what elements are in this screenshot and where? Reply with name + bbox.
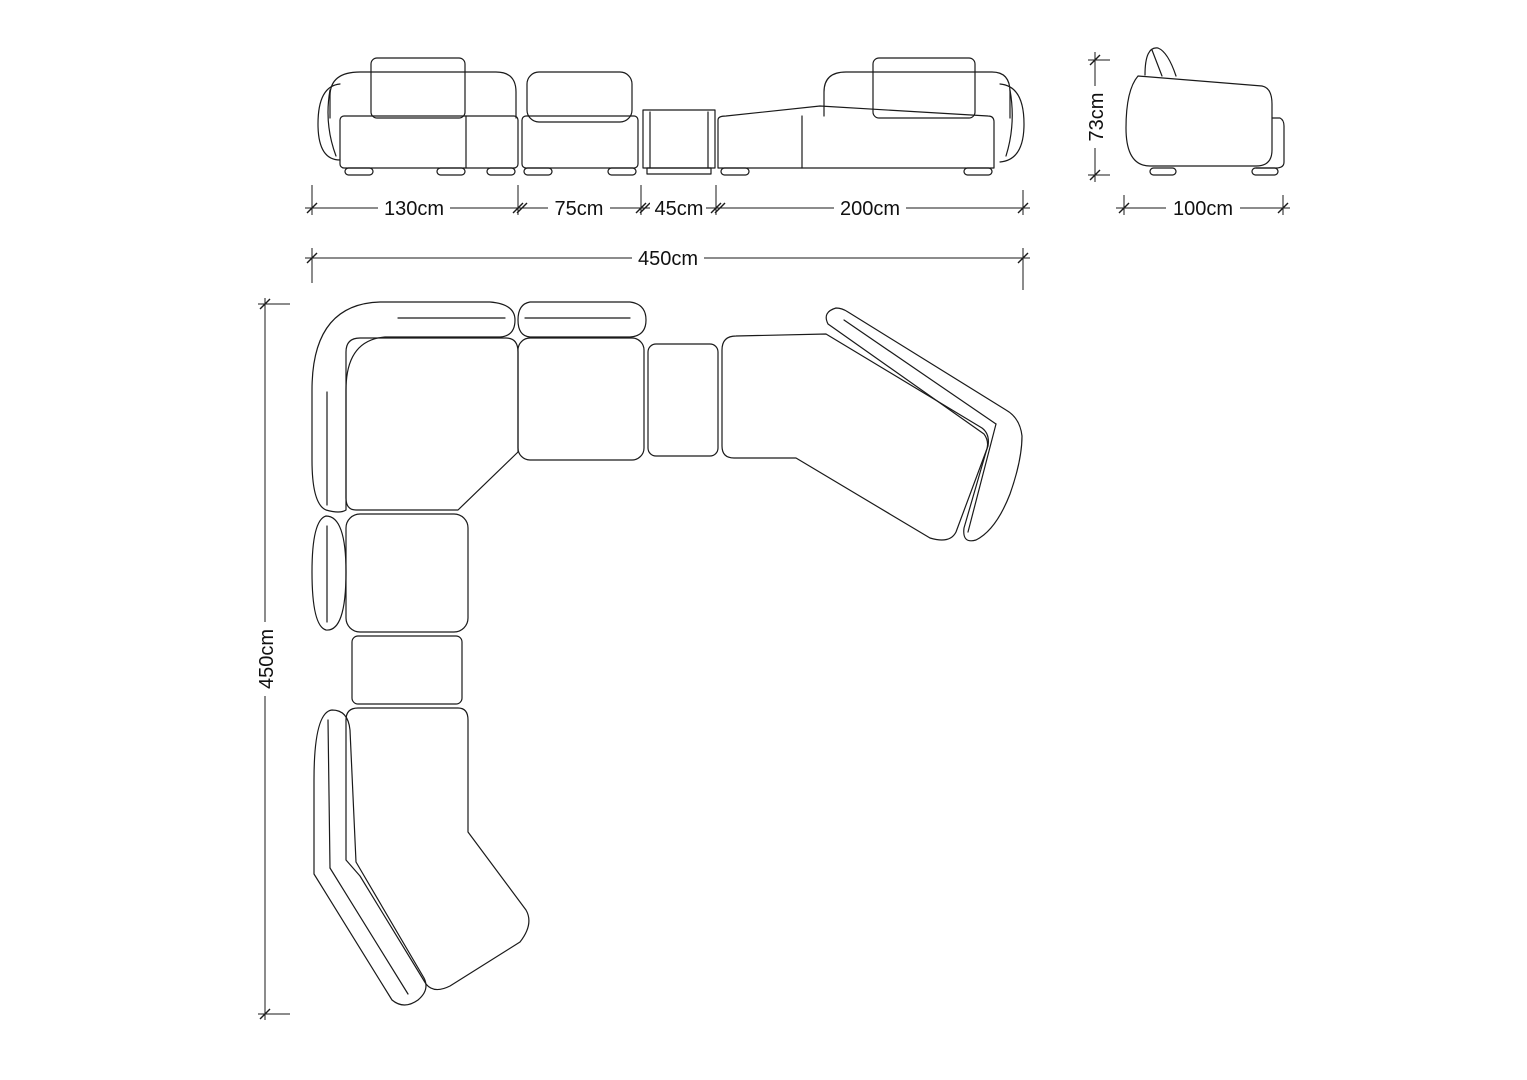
label-mask xyxy=(1083,86,1107,148)
front-module-c-armrest xyxy=(999,83,1025,163)
side-height-dimension: 73cm xyxy=(1083,52,1110,182)
plan-chaise-right-armrest-seam xyxy=(843,319,997,425)
front-module-c-foot xyxy=(720,167,750,176)
dimension-total-width: 450cm xyxy=(638,248,698,270)
front-module-c-cushion xyxy=(872,57,976,119)
front-side-table-body xyxy=(642,109,716,169)
front-view: 130cm 75cm 45cm 200cm 450cm xyxy=(305,57,1030,290)
front-side-table-base xyxy=(646,167,712,175)
front-module-a xyxy=(317,57,519,176)
dimension-tick xyxy=(1277,202,1289,214)
dimension-tick xyxy=(306,252,318,264)
dimension-tick xyxy=(512,202,524,214)
side-backrest xyxy=(1144,47,1177,77)
plan-view: 450cm xyxy=(253,298,1023,1020)
dimension-module-c: 200cm xyxy=(840,198,900,220)
label-mask xyxy=(378,197,450,219)
front-module-a-cushion xyxy=(370,57,466,119)
label-mask xyxy=(253,622,277,696)
front-module-b-foot xyxy=(523,167,553,176)
dimension-tick xyxy=(1017,252,1029,264)
label-mask xyxy=(1166,197,1240,219)
dimension-tick xyxy=(259,298,271,310)
front-dimension-row: 130cm 75cm 45cm 200cm xyxy=(305,185,1030,220)
label-mask xyxy=(548,197,610,219)
front-module-a-armrest-inner xyxy=(327,89,337,157)
plan-corner-armrest xyxy=(311,301,516,513)
plan-module-b-seat xyxy=(517,337,645,461)
front-module-c-foot xyxy=(963,167,993,176)
dimension-tick xyxy=(1089,169,1101,181)
dimension-height: 73cm xyxy=(1086,93,1108,142)
front-module-b-seat xyxy=(521,115,639,169)
plan-left-armrest xyxy=(311,515,347,631)
front-module-a-foot xyxy=(344,167,374,176)
dimension-total-length: 450cm xyxy=(256,629,278,689)
dimension-module-b: 75cm xyxy=(555,198,604,220)
dimension-tick xyxy=(635,202,647,214)
side-body xyxy=(1125,75,1273,167)
label-mask xyxy=(650,197,706,219)
front-module-b-backrest xyxy=(526,71,633,123)
dimension-tick xyxy=(639,202,651,214)
side-foot-back xyxy=(1149,167,1177,176)
front-module-c xyxy=(717,57,1025,176)
plan-left-seat xyxy=(345,513,469,633)
plan-chaise-bottom-armrest xyxy=(313,709,427,1006)
dimension-tick xyxy=(710,202,722,214)
dimension-side-table: 45cm xyxy=(655,198,704,220)
front-module-a-foot xyxy=(486,167,516,176)
dimension-tick xyxy=(1089,54,1101,66)
dimension-tick xyxy=(714,202,726,214)
front-module-b-foot xyxy=(607,167,637,176)
dimension-module-a: 130cm xyxy=(384,198,444,220)
plan-back-cushion-b xyxy=(517,301,647,338)
plan-chaise-bottom-armrest-seam xyxy=(329,867,409,995)
front-module-a-seat xyxy=(339,115,519,169)
front-side-table xyxy=(642,109,716,175)
plan-chaise-bottom-armrest-seam xyxy=(327,719,331,869)
plan-chaise-right-seat xyxy=(721,333,989,541)
side-backrest-inner xyxy=(1151,49,1163,77)
front-module-c-backrest xyxy=(823,71,1011,119)
front-module-c-seat xyxy=(717,105,995,169)
front-module-a-armrest xyxy=(317,83,341,161)
plan-corner-seat xyxy=(345,337,519,511)
plan-side-table-top xyxy=(647,343,719,457)
side-depth-dimension: 100cm xyxy=(1116,195,1290,220)
dimension-tick xyxy=(306,202,318,214)
front-total-dimension: 450cm xyxy=(305,247,1030,290)
dimension-tick xyxy=(259,1008,271,1020)
dimension-tick xyxy=(516,202,528,214)
plan-chaise-right-armrest-seam xyxy=(967,423,997,533)
side-foot-front xyxy=(1251,167,1279,176)
plan-chaise-right-armrest xyxy=(825,307,1023,542)
dimension-depth: 100cm xyxy=(1173,198,1233,220)
side-view: 73cm 100cm xyxy=(1083,47,1290,220)
dimension-tick xyxy=(1118,202,1130,214)
plan-length-dimension: 450cm xyxy=(253,298,290,1020)
label-mask xyxy=(834,197,906,219)
plan-chaise-bottom-seat xyxy=(345,707,530,991)
dimension-tick xyxy=(1017,202,1029,214)
front-module-a-foot xyxy=(436,167,466,176)
front-module-c-armrest-inner xyxy=(1005,89,1013,157)
side-front-bumper xyxy=(1255,117,1285,169)
label-mask xyxy=(632,247,704,269)
plan-left-side-table xyxy=(351,635,463,705)
front-module-a-backrest xyxy=(329,71,517,119)
front-module-b xyxy=(521,71,639,176)
